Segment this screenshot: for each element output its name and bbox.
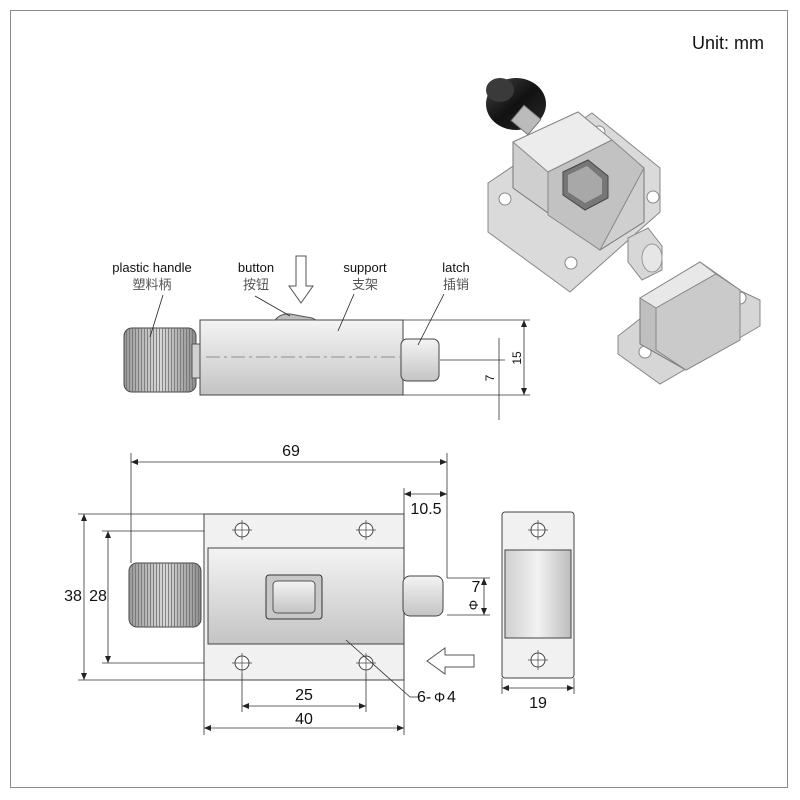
dim-pin-extension: 10.5 bbox=[410, 501, 441, 518]
dim-inner-height: 28 bbox=[89, 588, 107, 605]
dim-pin-diameter: 7 bbox=[472, 579, 481, 596]
dim-outer-height: 38 bbox=[64, 588, 82, 605]
dim-keeper-width: 19 bbox=[529, 695, 547, 712]
dim-side-height: 15 bbox=[510, 351, 524, 365]
dim-overall-length: 69 bbox=[282, 443, 300, 460]
dim-base-length: 40 bbox=[295, 711, 313, 728]
label-button-cn: 按钮 bbox=[243, 277, 269, 292]
label-button: button bbox=[238, 260, 274, 275]
side-view bbox=[123, 255, 530, 420]
label-latch: latch bbox=[442, 260, 469, 275]
dim-hole-spacing: 25 bbox=[295, 687, 313, 704]
label-plastic-handle: plastic handle bbox=[112, 260, 192, 275]
dim-side-pin: 7 bbox=[483, 374, 497, 381]
product-photo bbox=[486, 78, 761, 385]
drawing-frame bbox=[10, 10, 788, 788]
label-plastic-handle-cn: 塑料柄 bbox=[132, 277, 171, 292]
front-view bbox=[78, 453, 490, 735]
label-latch-cn: 插销 bbox=[443, 277, 469, 292]
dim-hole-diameter: 4 bbox=[447, 689, 456, 706]
dim-hole-count: 6- bbox=[417, 689, 431, 706]
dim-hole-diameter-symbol: Φ bbox=[434, 689, 445, 705]
label-support: support bbox=[343, 260, 387, 275]
label-support-cn: 支架 bbox=[352, 277, 378, 292]
dim-pin-diameter-symbol: Φ bbox=[466, 600, 481, 610]
keeper-view bbox=[501, 511, 575, 694]
unit-label: Unit: mm bbox=[692, 33, 764, 53]
